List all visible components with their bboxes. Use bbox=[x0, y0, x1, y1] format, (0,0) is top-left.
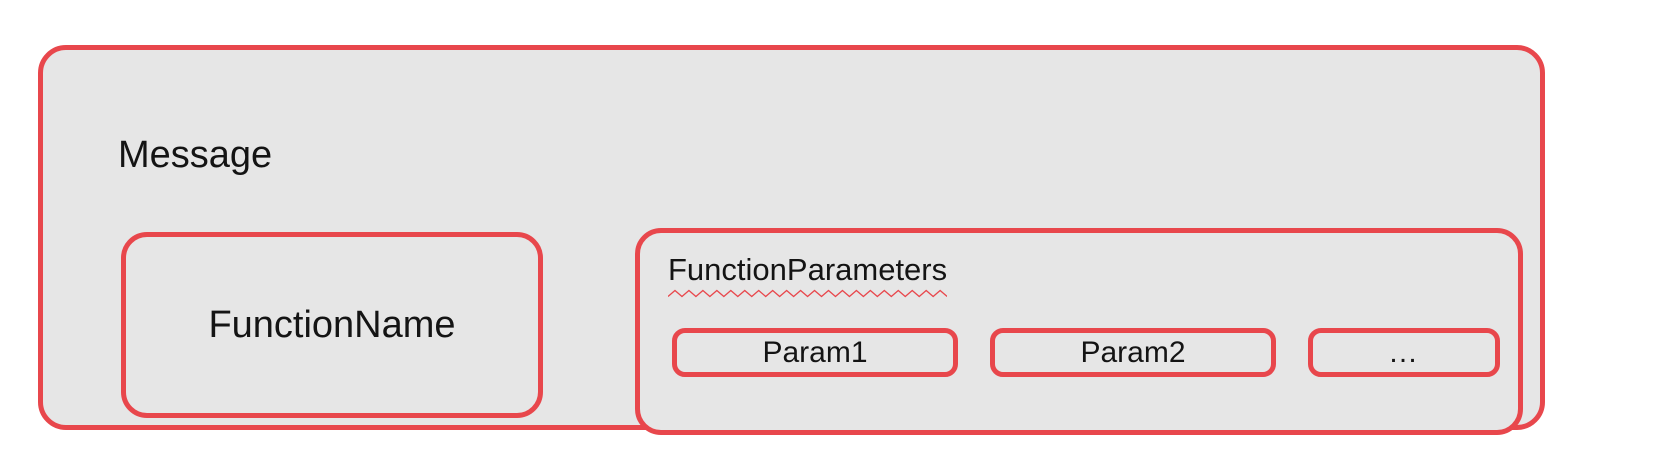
function-parameters-label: FunctionParameters bbox=[668, 251, 948, 289]
parameter-chip-1[interactable]: Param1 bbox=[672, 328, 958, 377]
message-node[interactable]: Message FunctionName FunctionParameters … bbox=[38, 45, 1545, 435]
message-node-label: Message bbox=[118, 134, 273, 176]
function-parameters-node[interactable]: FunctionParameters Param1 Param2 … bbox=[635, 228, 1523, 435]
function-name-label: FunctionName bbox=[208, 304, 456, 346]
spellcheck-squiggle-icon bbox=[668, 289, 947, 298]
parameter-chip-ellipsis[interactable]: … bbox=[1308, 328, 1500, 377]
function-name-node[interactable]: FunctionName bbox=[121, 232, 543, 418]
function-parameters-label-text: FunctionParameters bbox=[668, 252, 948, 287]
parameter-chip-2[interactable]: Param2 bbox=[990, 328, 1276, 377]
parameter-chip-row: Param1 Param2 … bbox=[672, 328, 1500, 377]
